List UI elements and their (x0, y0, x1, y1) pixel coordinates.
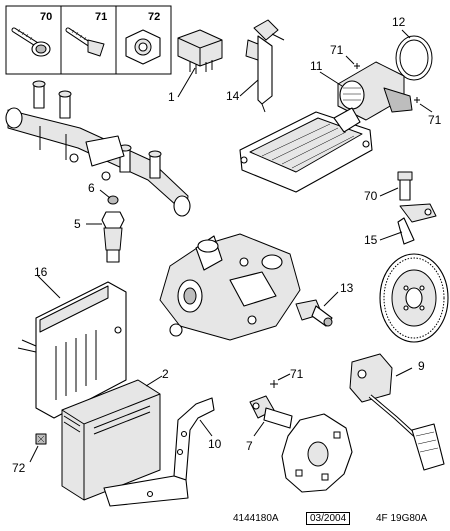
mounting-bracket-part (103, 397, 215, 507)
relay-part (177, 29, 223, 74)
callout-10: 14 (226, 89, 240, 103)
fuel-rail-part (5, 80, 191, 217)
diagram-code: 4F 19G80A (376, 513, 428, 524)
injector-part (245, 19, 285, 113)
legend-label-70: 70 (40, 11, 52, 23)
reference-number: 4144180A (233, 513, 279, 524)
temperature-sensor-part (101, 211, 125, 263)
callout-15: 10 (208, 437, 222, 451)
flywheel-part (379, 253, 449, 343)
washer-part (107, 195, 119, 205)
nut-72-part (35, 433, 47, 445)
target-wheel-part (281, 413, 353, 493)
callout-71b: 71 (428, 113, 442, 127)
legend-label-72: 72 (148, 11, 160, 23)
nut-72-icon (125, 29, 161, 65)
screw-71-icon (65, 27, 105, 57)
callout-7: 7 (246, 439, 253, 453)
callout-13: 16 (34, 265, 48, 279)
gasket-part (395, 35, 433, 81)
callout-5: 5 (74, 217, 81, 231)
callout-72: 72 (12, 461, 26, 475)
legend-label-71: 71 (95, 11, 107, 23)
coolant-sensor-part (295, 299, 333, 327)
callout-1: 2 (162, 367, 169, 381)
airflow-meter-part (337, 61, 413, 121)
footer: 4144180A 03/2004 4F 19G80A (0, 505, 450, 531)
accelerator-pedal-part (349, 353, 445, 471)
ecu-bracket-part (17, 281, 127, 419)
callout-2: 1 (168, 90, 175, 104)
crank-sensor-part (397, 203, 437, 245)
callout-71a: 71 (330, 43, 344, 57)
callout-12: 15 (364, 233, 378, 247)
screw-16-part (397, 171, 413, 201)
fastener-legend: 70 71 72 (5, 5, 172, 75)
date-box: 03/2004 (306, 512, 351, 525)
callout-6: 6 (88, 181, 95, 195)
callout-14: 9 (418, 359, 425, 373)
screw-70-icon (11, 27, 51, 57)
thermostat-housing-part (159, 233, 301, 341)
ecu-part (61, 379, 161, 501)
callout-70: 71 (290, 367, 304, 381)
intake-plenum-part (239, 107, 373, 193)
callout-8: 11 (310, 59, 323, 73)
cam-sensor-part (249, 395, 293, 429)
callout-9: 12 (392, 15, 406, 29)
callout-16: 70 (364, 189, 378, 203)
callout-11: 13 (340, 281, 354, 295)
